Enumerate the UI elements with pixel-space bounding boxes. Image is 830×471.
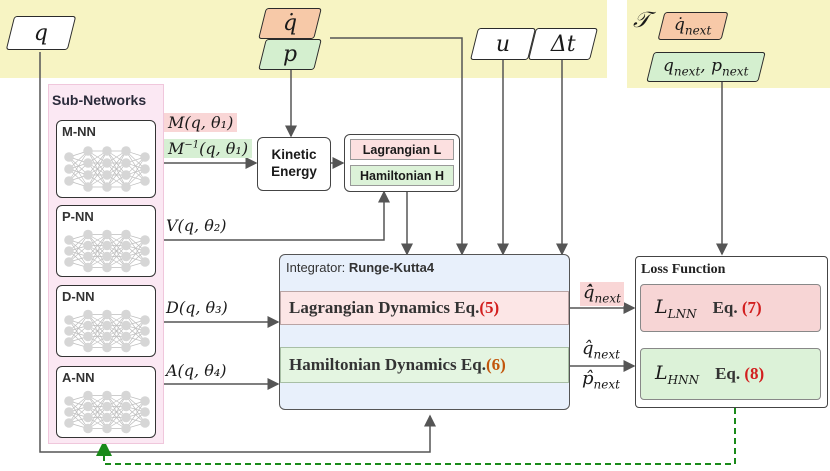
a-nn-label: A-NN — [62, 370, 95, 385]
prediction-pdot: p̂next — [582, 368, 620, 392]
d-nn-label: D-NN — [62, 289, 95, 304]
input-dt: Δt — [528, 28, 598, 60]
target-qdot-next: q̇next — [657, 12, 729, 40]
hamiltonian-energy: Hamiltonian H — [350, 165, 454, 186]
damping-label: D(q, θ₃) — [166, 298, 228, 317]
a-nn-box: A-NN — [56, 366, 156, 438]
target-q-p-next: qnext, pnext — [646, 52, 766, 82]
input-p: p — [258, 39, 322, 70]
loss-lnn-row: LLNN Eq. (7) — [640, 284, 821, 332]
kinetic-line2: Energy — [271, 164, 317, 179]
p-nn-label: P-NN — [62, 209, 94, 224]
mass-inverse-label: M−1(q, θ₁) — [164, 139, 253, 158]
integrator-box — [279, 254, 570, 410]
input-u: u — [470, 28, 536, 60]
m-nn-box: M-NN — [56, 120, 156, 198]
lagrangian-energy: Lagrangian L — [350, 139, 454, 160]
input-qdot: q̇ — [258, 8, 322, 39]
p-nn-box: P-NN — [56, 205, 156, 277]
target-tau: 𝒯 — [633, 8, 650, 33]
d-nn-box: D-NN — [56, 285, 156, 357]
prediction-qddot: q̂̇next — [580, 282, 624, 306]
lagrangian-dynamics-row: Lagrangian Dynamics Eq. (5) — [280, 291, 569, 325]
hamiltonian-dynamics-row: Hamiltonian Dynamics Eq. (6) — [280, 347, 569, 383]
neural-net-icon — [64, 309, 150, 353]
integrator-title: Integrator: Runge-Kutta4 — [286, 260, 435, 275]
mass-matrix-label: M(q, θ₁) — [164, 113, 238, 132]
prediction-qdot: q̂next — [582, 338, 620, 362]
potential-label: V(q, θ₂) — [166, 216, 227, 235]
loss-title: Loss Function — [641, 262, 726, 277]
neural-net-icon — [64, 146, 150, 192]
m-nn-label: M-NN — [62, 124, 96, 139]
subnetworks-title: Sub-Networks — [52, 92, 147, 108]
actuation-label: A(q, θ₄) — [166, 361, 227, 380]
neural-net-icon — [64, 390, 150, 434]
input-q: q — [5, 16, 77, 50]
neural-net-icon — [64, 229, 150, 273]
kinetic-line1: Kinetic — [271, 147, 317, 163]
loss-hnn-row: LHNN Eq. (8) — [640, 348, 821, 400]
